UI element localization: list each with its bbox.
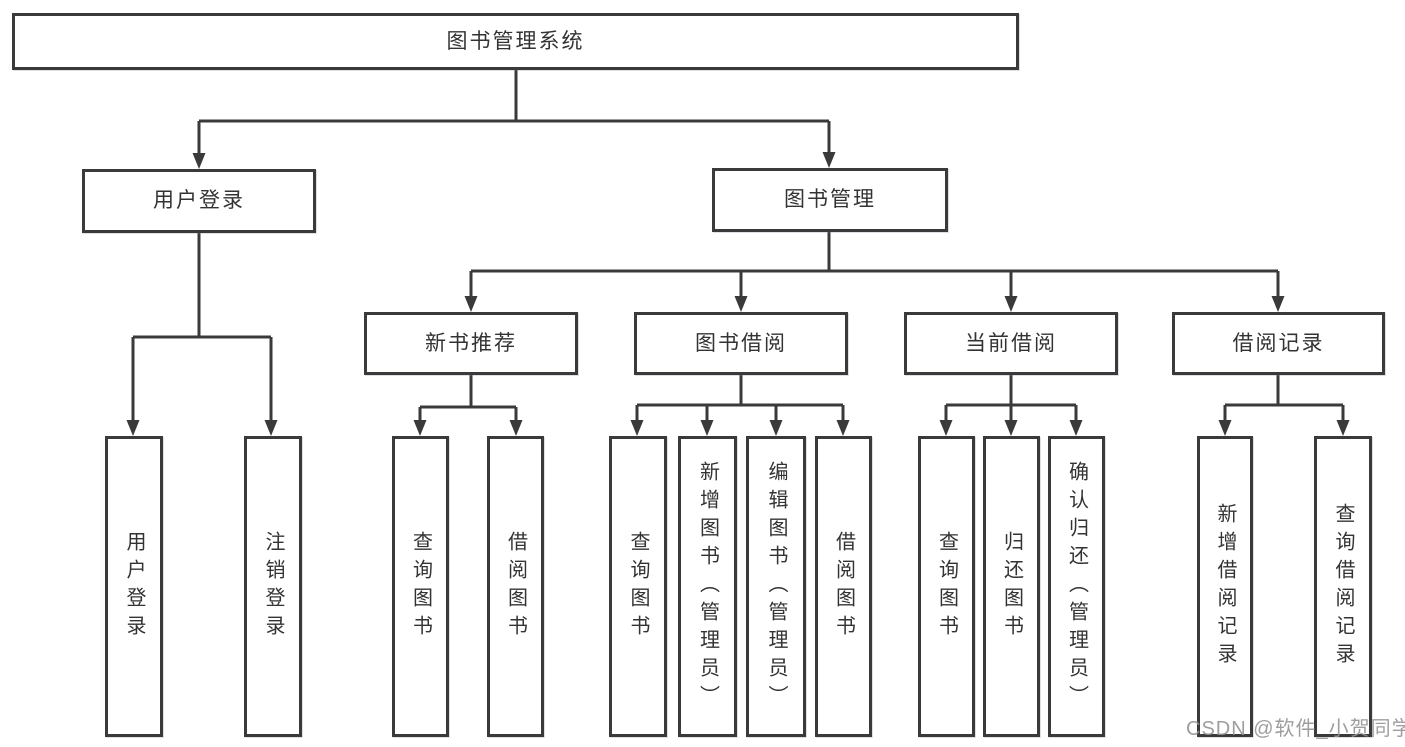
arrowhead-icon <box>1004 296 1018 312</box>
arrowhead-icon <box>464 296 478 312</box>
arrowhead-icon <box>1069 420 1083 436</box>
arrowhead-icon <box>1271 296 1285 312</box>
leaf-add-borrow-record: 新增借阅记录 <box>1197 436 1253 737</box>
leaf-query-books-recommend: 查询图书 <box>392 436 449 737</box>
leaf-user-login: 用户登录 <box>105 436 163 737</box>
leaf-confirm-return-admin: 确认归还（管理员） <box>1048 436 1105 737</box>
arrowhead-icon <box>734 296 748 312</box>
node-current-borrowing: 当前借阅 <box>904 312 1118 375</box>
arrowhead-icon <box>822 152 836 168</box>
connector-lines <box>131 70 1345 424</box>
arrowhead-icon <box>192 153 206 169</box>
arrowhead-icon <box>1218 420 1232 436</box>
arrowhead-icon <box>700 420 714 436</box>
node-root: 图书管理系统 <box>12 13 1019 70</box>
arrowhead-icon <box>836 420 850 436</box>
arrowhead-icon <box>769 420 783 436</box>
arrowhead-icon <box>509 420 523 436</box>
arrowhead-icon <box>1004 420 1018 436</box>
leaf-query-books-borrowing: 查询图书 <box>609 436 667 737</box>
arrowhead-icon <box>264 420 278 436</box>
leaf-borrow-books-recommend: 借阅图书 <box>487 436 544 737</box>
node-user-login: 用户登录 <box>82 169 316 233</box>
node-book-borrowing: 图书借阅 <box>634 312 848 375</box>
leaf-return-books: 归还图书 <box>983 436 1040 737</box>
node-new-book-recommendation: 新书推荐 <box>364 312 578 375</box>
leaf-query-borrow-record: 查询借阅记录 <box>1314 436 1372 737</box>
leaf-edit-book-admin: 编辑图书（管理员） <box>746 436 806 737</box>
arrowhead-icon <box>126 420 140 436</box>
leaf-query-books-current: 查询图书 <box>918 436 975 737</box>
leaf-logout: 注销登录 <box>244 436 302 737</box>
node-book-management: 图书管理 <box>712 168 948 232</box>
arrowheads <box>126 152 1350 436</box>
leaf-add-book-admin: 新增图书（管理员） <box>678 436 737 737</box>
leaf-borrow-books-borrowing: 借阅图书 <box>815 436 872 737</box>
arrowhead-icon <box>630 420 644 436</box>
arrowhead-icon <box>413 420 427 436</box>
arrowhead-icon <box>939 420 953 436</box>
arrowhead-icon <box>1336 420 1350 436</box>
node-borrowing-records: 借阅记录 <box>1172 312 1385 375</box>
watermark: CSDN @软件_小贺同学 <box>1186 718 1405 740</box>
